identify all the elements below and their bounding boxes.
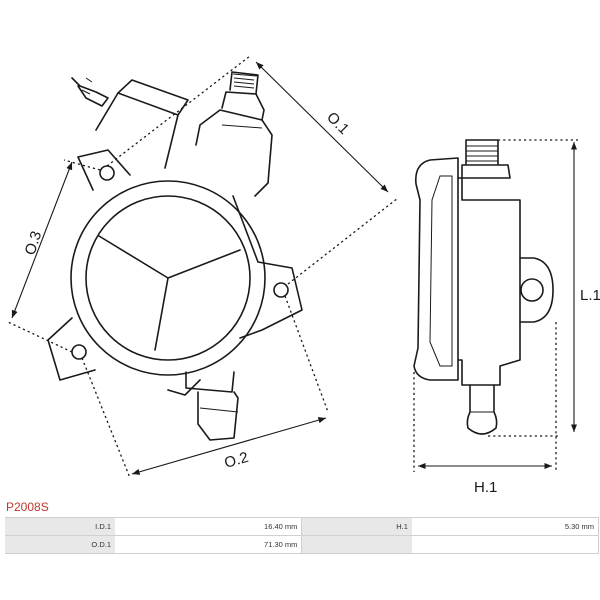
side-back-plate — [413, 157, 459, 381]
threaded-outlet-fitting — [195, 71, 273, 197]
mount-hole-3 — [71, 344, 87, 360]
table-row: O.D.1 71.30 mm — [5, 535, 599, 554]
spec-value: 16.40 mm — [115, 517, 303, 536]
spec-value — [411, 535, 599, 554]
side-mount-ear — [519, 257, 554, 323]
technical-drawing: O.1 O.3 O.2 L.1 — [7, 55, 600, 496]
mount-hole-2 — [273, 282, 289, 298]
bottom-barb — [185, 371, 239, 441]
dimension-label-l1: L.1 — [580, 287, 600, 304]
spec-value: 71.30 mm — [115, 535, 303, 554]
dimension-label-o2: O.2 — [222, 449, 250, 472]
side-body — [457, 177, 521, 386]
body-inner-ring — [85, 195, 251, 361]
vacuum-inlet-port — [71, 77, 189, 169]
table-row: I.D.1 16.40 mm H.1 5.30 mm — [5, 517, 599, 536]
side-view — [413, 139, 554, 435]
spec-key: O.D.1 — [5, 535, 115, 554]
spec-table: I.D.1 16.40 mm H.1 5.30 mm O.D.1 71.30 m… — [5, 517, 599, 554]
side-mount-hole — [520, 278, 544, 302]
spec-key — [301, 535, 412, 554]
side-bottom-barb — [466, 384, 498, 435]
flange-outline — [47, 149, 303, 396]
dimension-h1: H.1 — [413, 322, 557, 496]
part-number: P2008S — [6, 500, 49, 514]
spec-key: I.D.1 — [5, 517, 115, 536]
front-view — [47, 71, 303, 441]
spec-value: 5.30 mm — [411, 517, 599, 536]
mount-hole-1 — [99, 165, 115, 181]
dimension-l1: L.1 — [488, 139, 600, 437]
dimension-o2: O.2 — [81, 295, 329, 479]
side-top-fitting — [461, 139, 511, 179]
dimension-label-h1: H.1 — [474, 479, 497, 496]
spec-key: H.1 — [301, 517, 412, 536]
dimension-label-o1: O.1 — [323, 109, 352, 138]
dimension-o3: O.3 — [7, 159, 101, 353]
dimension-label-o3: O.3 — [22, 229, 46, 257]
dimension-o1: O.1 — [106, 55, 399, 285]
rotor-vanes — [98, 235, 241, 351]
